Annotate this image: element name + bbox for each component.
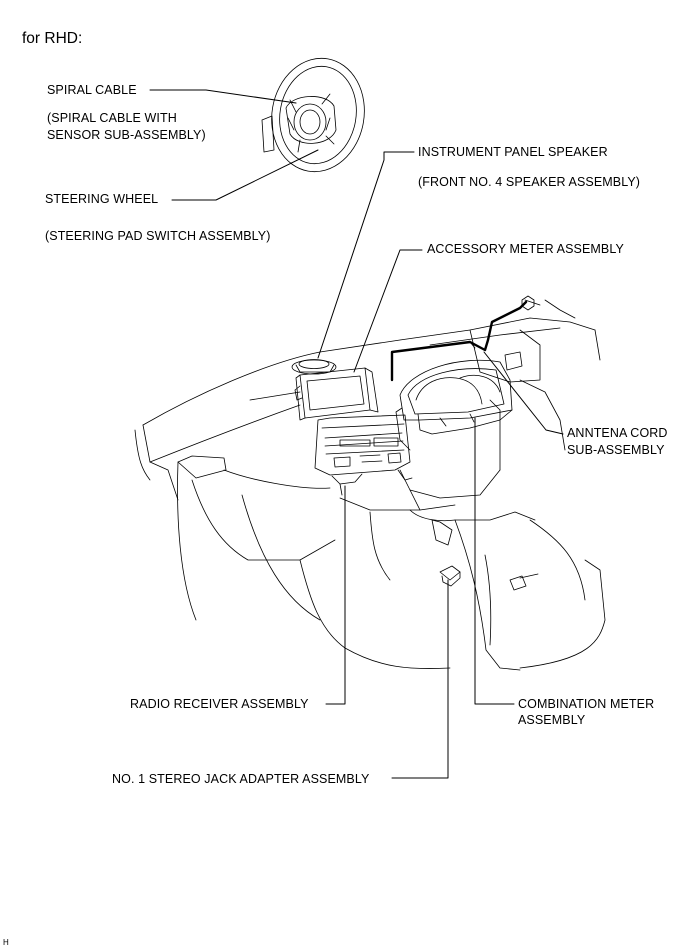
label-spiral-cable-sub-2: SENSOR SUB-ASSEMBLY) bbox=[47, 128, 206, 142]
label-combination-meter-1: COMBINATION METER bbox=[518, 697, 655, 711]
stereo-jack-drawing bbox=[439, 565, 461, 587]
label-antenna-cord-2: SUB-ASSEMBLY bbox=[567, 443, 665, 457]
steering-wheel-drawing bbox=[261, 57, 365, 173]
accessory-meter-drawing bbox=[294, 367, 379, 421]
antenna-cord-drawing bbox=[390, 295, 535, 382]
label-antenna-cord-1: ANNTENA CORD bbox=[567, 426, 668, 440]
diagram-title: for RHD: bbox=[22, 30, 83, 47]
label-instrument-panel-speaker-sub: (FRONT NO. 4 SPEAKER ASSEMBLY) bbox=[418, 175, 641, 189]
label-steering-wheel: STEERING WHEEL bbox=[45, 192, 159, 206]
radio-receiver-drawing bbox=[314, 414, 413, 496]
dashboard-outline bbox=[134, 299, 606, 671]
figure-code: H bbox=[3, 938, 9, 947]
label-steering-wheel-sub: (STEERING PAD SWITCH ASSEMBLY) bbox=[45, 229, 271, 243]
label-stereo-jack: NO. 1 STEREO JACK ADAPTER ASSEMBLY bbox=[112, 772, 370, 786]
label-spiral-cable-sub-1: (SPIRAL CABLE WITH bbox=[47, 111, 177, 125]
label-radio-receiver: RADIO RECEIVER ASSEMBLY bbox=[130, 697, 309, 711]
leader-lines bbox=[149, 89, 564, 779]
label-spiral-cable: SPIRAL CABLE bbox=[47, 83, 137, 97]
instrument-panel-speaker-drawing bbox=[291, 359, 337, 375]
label-instrument-panel-speaker: INSTRUMENT PANEL SPEAKER bbox=[418, 145, 608, 159]
label-accessory-meter: ACCESSORY METER ASSEMBLY bbox=[427, 242, 624, 256]
label-combination-meter-2: ASSEMBLY bbox=[518, 713, 586, 727]
combination-meter-drawing bbox=[395, 359, 513, 451]
